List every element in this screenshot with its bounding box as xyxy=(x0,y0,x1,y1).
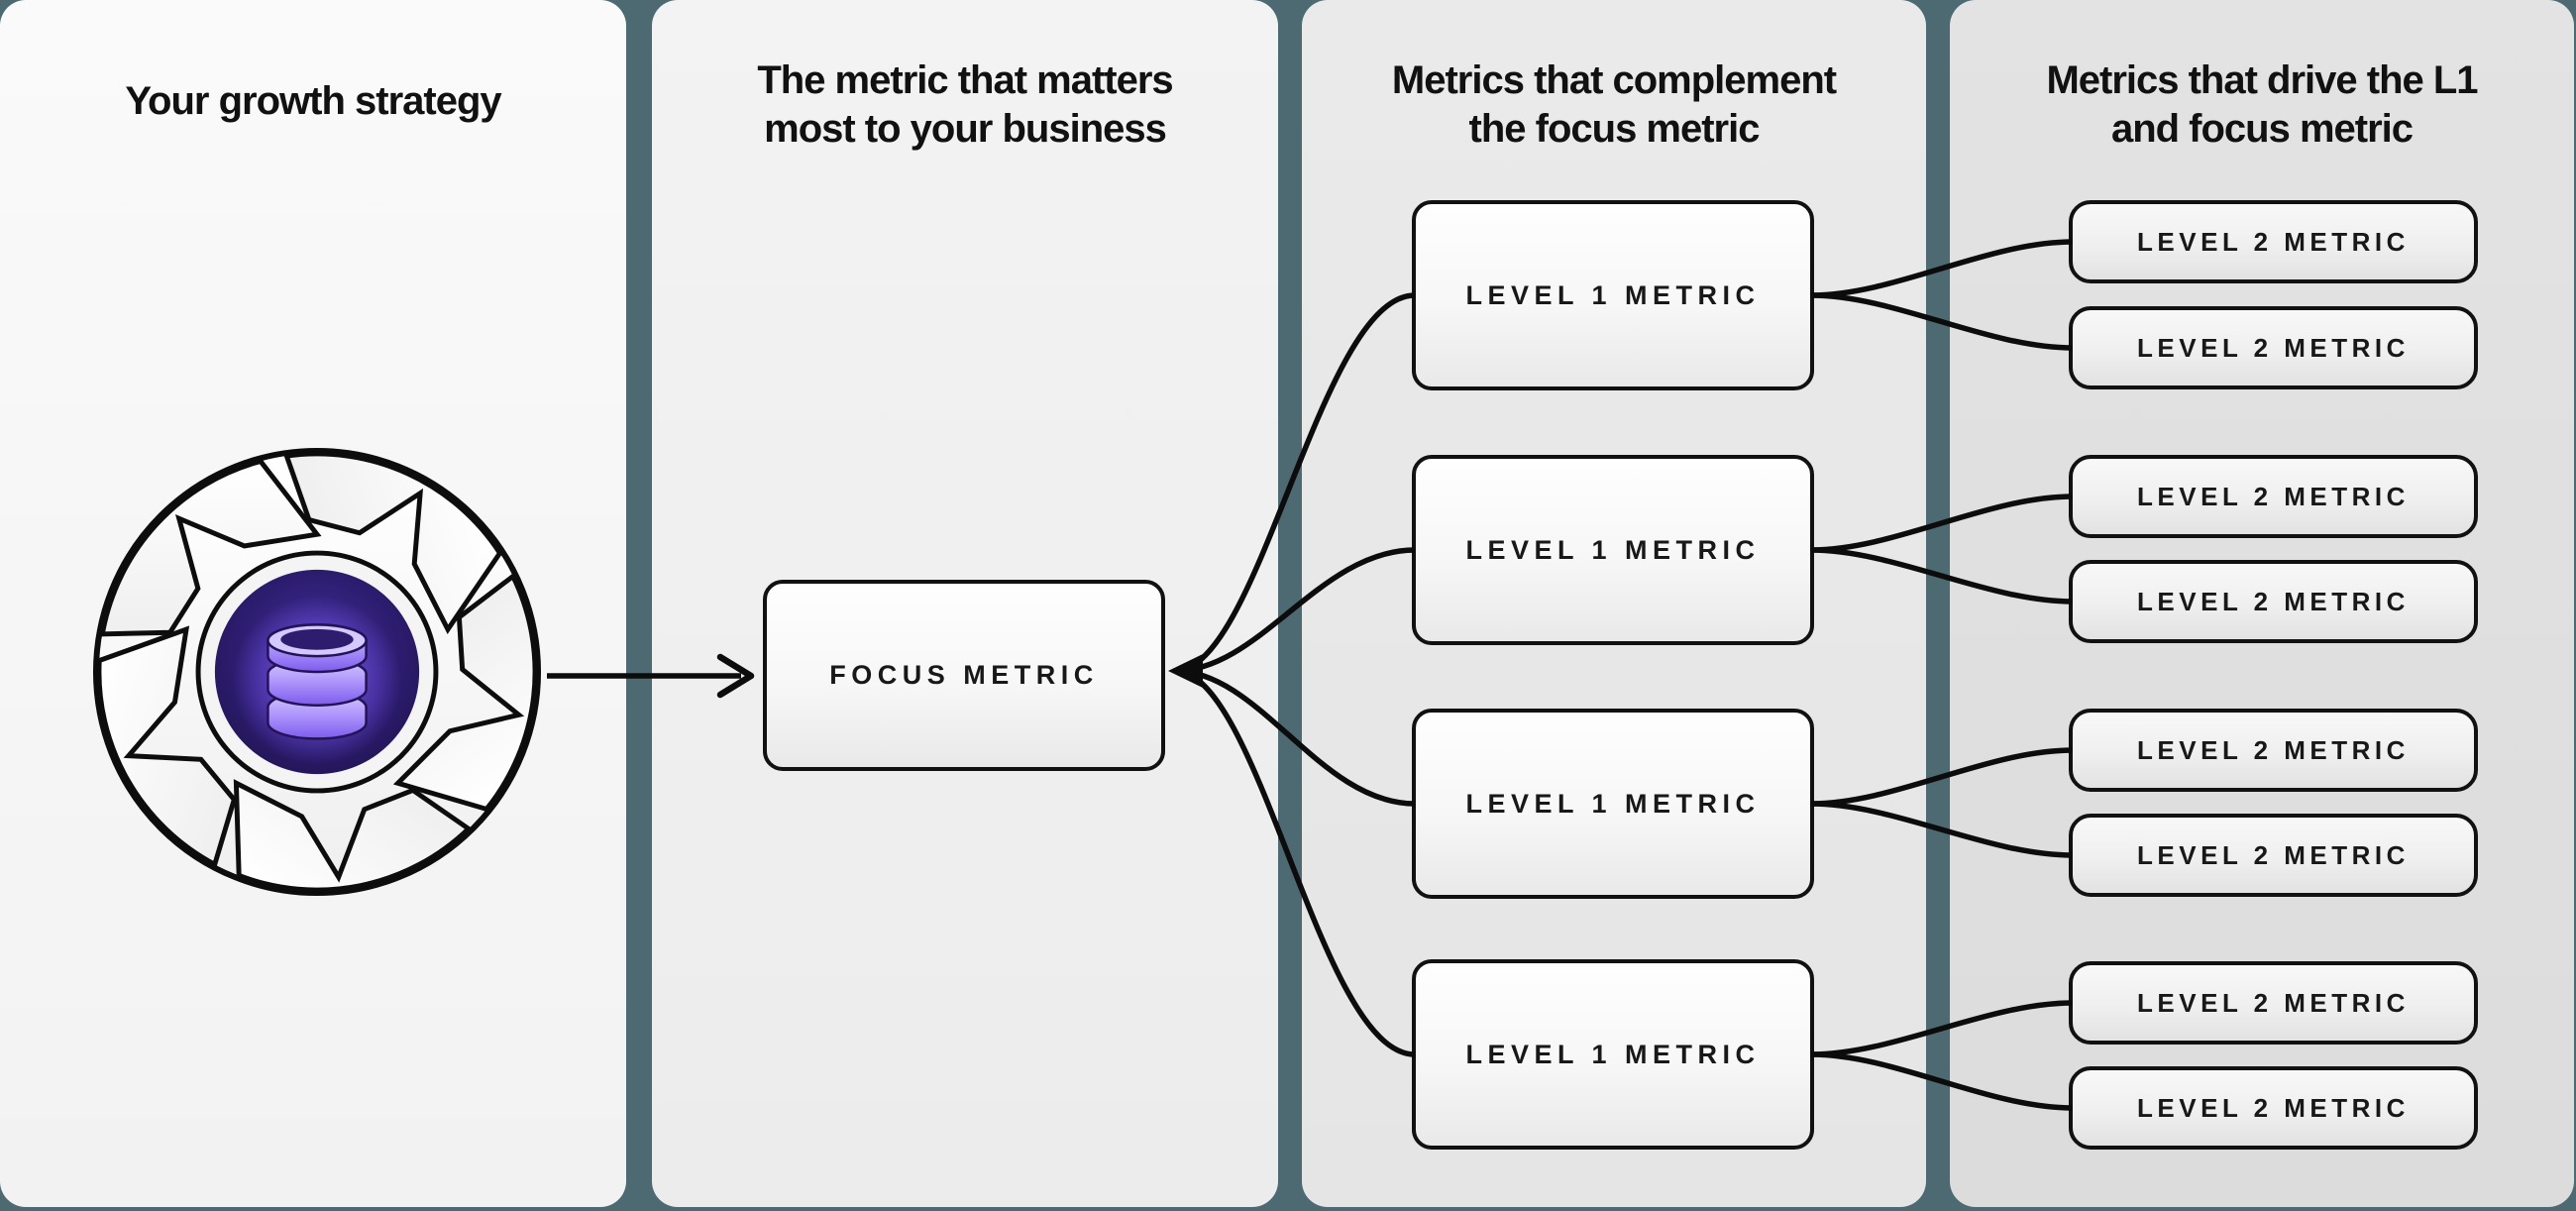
level2-metric-label: LEVEL 2 METRIC xyxy=(2137,839,2410,870)
level1-metric-node: LEVEL 1 METRIC xyxy=(1412,959,1814,1150)
level2-metric-label: LEVEL 2 METRIC xyxy=(2137,987,2410,1018)
level2-metric-node: LEVEL 2 METRIC xyxy=(2069,306,2478,389)
focus-metric-node: FOCUS METRIC xyxy=(763,580,1165,771)
level2-metric-label: LEVEL 2 METRIC xyxy=(2137,226,2410,257)
focus-metric-label: FOCUS METRIC xyxy=(829,660,1099,690)
panel-title-line: and focus metric xyxy=(2110,107,2414,151)
level1-metric-node: LEVEL 1 METRIC xyxy=(1412,200,1814,390)
level2-metric-label: LEVEL 2 METRIC xyxy=(2137,481,2410,511)
level2-metric-label: LEVEL 2 METRIC xyxy=(2137,332,2410,363)
database-icon xyxy=(267,623,368,740)
level1-metric-label: LEVEL 1 METRIC xyxy=(1465,1039,1761,1069)
panel-title: Metrics that complement the focus metric xyxy=(1302,56,1926,154)
level2-metric-label: LEVEL 2 METRIC xyxy=(2137,1092,2410,1123)
panel-title-line: Your growth strategy xyxy=(125,79,501,123)
panel-title-line: the focus metric xyxy=(1468,107,1761,151)
panel-title-line: Metrics that drive the L1 xyxy=(2046,58,2478,102)
level1-metric-label: LEVEL 1 METRIC xyxy=(1465,534,1761,565)
panel-title-line: Metrics that complement xyxy=(1391,58,1837,102)
level2-metric-node: LEVEL 2 METRIC xyxy=(2069,1066,2478,1150)
panel-title-line: most to your business xyxy=(764,107,1167,151)
level2-metric-label: LEVEL 2 METRIC xyxy=(2137,734,2410,765)
level2-metric-node: LEVEL 2 METRIC xyxy=(2069,961,2478,1045)
panel-title: Your growth strategy xyxy=(0,77,626,126)
panel-focus-metric: The metric that matters most to your bus… xyxy=(652,0,1278,1207)
level1-metric-label: LEVEL 1 METRIC xyxy=(1465,279,1761,310)
level2-metric-node: LEVEL 2 METRIC xyxy=(2069,814,2478,897)
level1-metric-node: LEVEL 1 METRIC xyxy=(1412,709,1814,899)
level2-metric-node: LEVEL 2 METRIC xyxy=(2069,200,2478,283)
level1-metric-label: LEVEL 1 METRIC xyxy=(1465,788,1761,819)
level2-metric-label: LEVEL 2 METRIC xyxy=(2137,586,2410,616)
level2-metric-node: LEVEL 2 METRIC xyxy=(2069,560,2478,643)
level2-metric-node: LEVEL 2 METRIC xyxy=(2069,455,2478,538)
panel-title: The metric that matters most to your bus… xyxy=(652,56,1278,154)
flywheel-database-icon xyxy=(92,447,542,897)
level1-metric-node: LEVEL 1 METRIC xyxy=(1412,455,1814,645)
panel-title: Metrics that drive the L1 and focus metr… xyxy=(1950,56,2574,154)
level2-metric-node: LEVEL 2 METRIC xyxy=(2069,709,2478,792)
panel-title-line: The metric that matters xyxy=(757,58,1173,102)
